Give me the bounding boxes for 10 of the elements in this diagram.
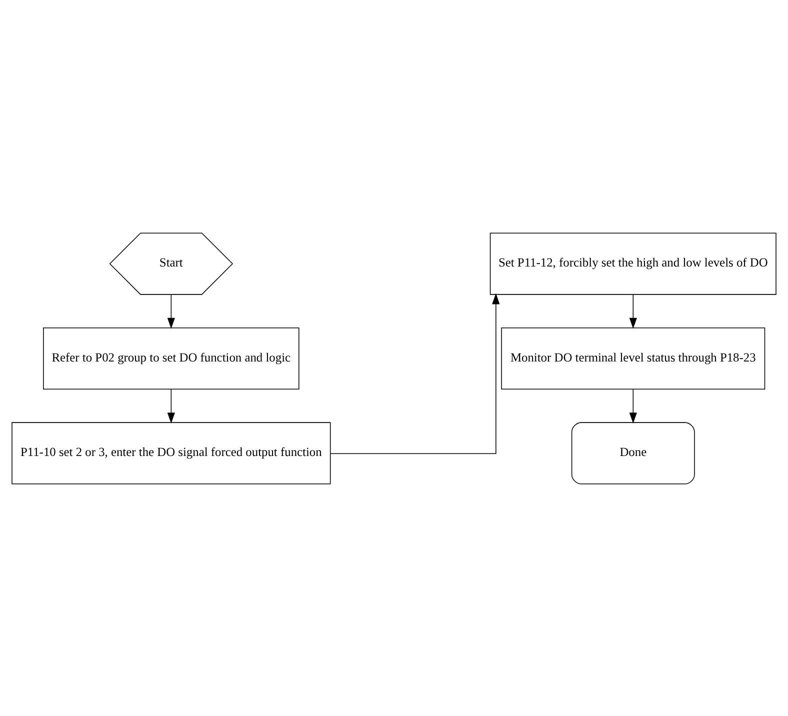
node-box: P11-10 set 2 or 3, enter the DO signal forced output function xyxy=(12,422,331,484)
arrow xyxy=(167,388,175,423)
arrow xyxy=(167,294,175,328)
node-box: Done xyxy=(571,422,695,484)
arrow xyxy=(629,388,637,423)
arrow xyxy=(330,292,500,454)
node-box: Refer to P02 group to set DO function and logic xyxy=(43,326,300,390)
node-box: Monitor DO terminal level status through P18-23 xyxy=(501,326,766,390)
arrow xyxy=(629,294,637,328)
node-box: Set P11-12, forcibly set the high and low levels of DO xyxy=(490,232,776,294)
